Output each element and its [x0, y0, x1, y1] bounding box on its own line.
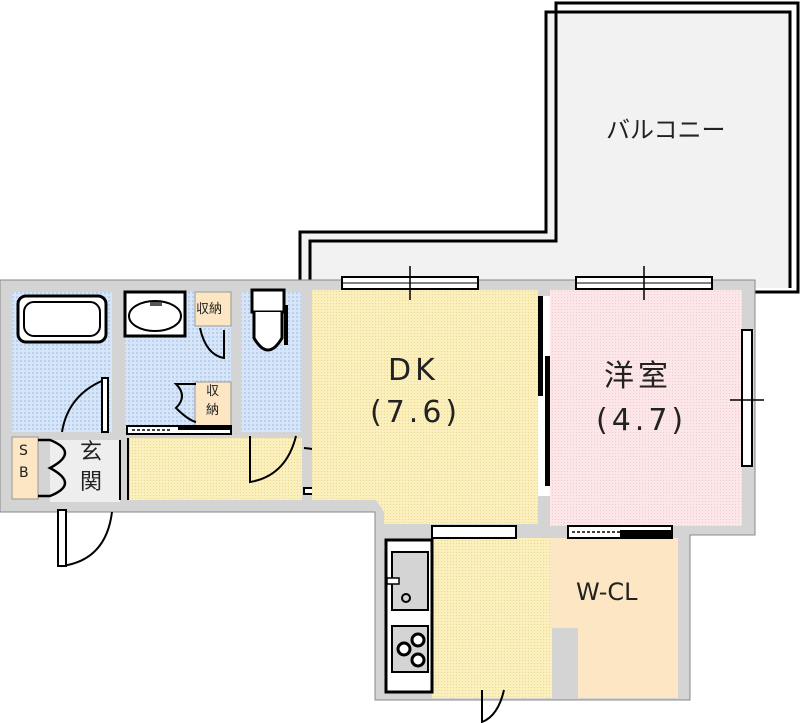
shoebox-door-icon [38, 438, 67, 498]
balcony-label: バルコニー [606, 116, 726, 144]
western-room-size: (4.7) [596, 403, 688, 438]
dk-label: DK [388, 353, 439, 388]
front-door-icon [61, 511, 113, 568]
wcl-label: W-CL [576, 578, 638, 606]
storage-2-label-bottom: 納 [206, 403, 220, 418]
washbasin-icon [123, 290, 187, 338]
storage-1 [194, 291, 232, 327]
storage-2-label-top: 収 [206, 384, 220, 399]
shoebox [11, 436, 39, 500]
hallway [130, 438, 302, 500]
western-room [550, 290, 742, 526]
storage-2 [194, 381, 232, 427]
storage-door-icon-2 [173, 383, 197, 423]
kitchen-door-icon [481, 689, 505, 723]
kitchen-counter [384, 538, 434, 694]
toilet-icon [250, 288, 288, 352]
entrance-label-top: 玄 [80, 440, 103, 465]
window-western-top [575, 266, 713, 300]
toilet-door-icon [249, 435, 297, 484]
balcony [298, 1, 800, 294]
window-western-side [730, 329, 764, 467]
storage-door-icon [199, 327, 225, 360]
entrance [50, 440, 120, 502]
walk-in-closet [550, 538, 678, 698]
bathtub-icon [16, 294, 108, 344]
entrance-label-bottom: 関 [80, 470, 103, 495]
shoebox-label-bottom: B [19, 465, 29, 481]
dk-room [312, 290, 538, 524]
dk-size: (7.6) [370, 395, 462, 430]
western-room-label: 洋室 [604, 359, 672, 394]
shoebox-label-top: S [19, 443, 28, 459]
storage-1-label: 収納 [196, 302, 223, 317]
window-dk [341, 266, 479, 300]
